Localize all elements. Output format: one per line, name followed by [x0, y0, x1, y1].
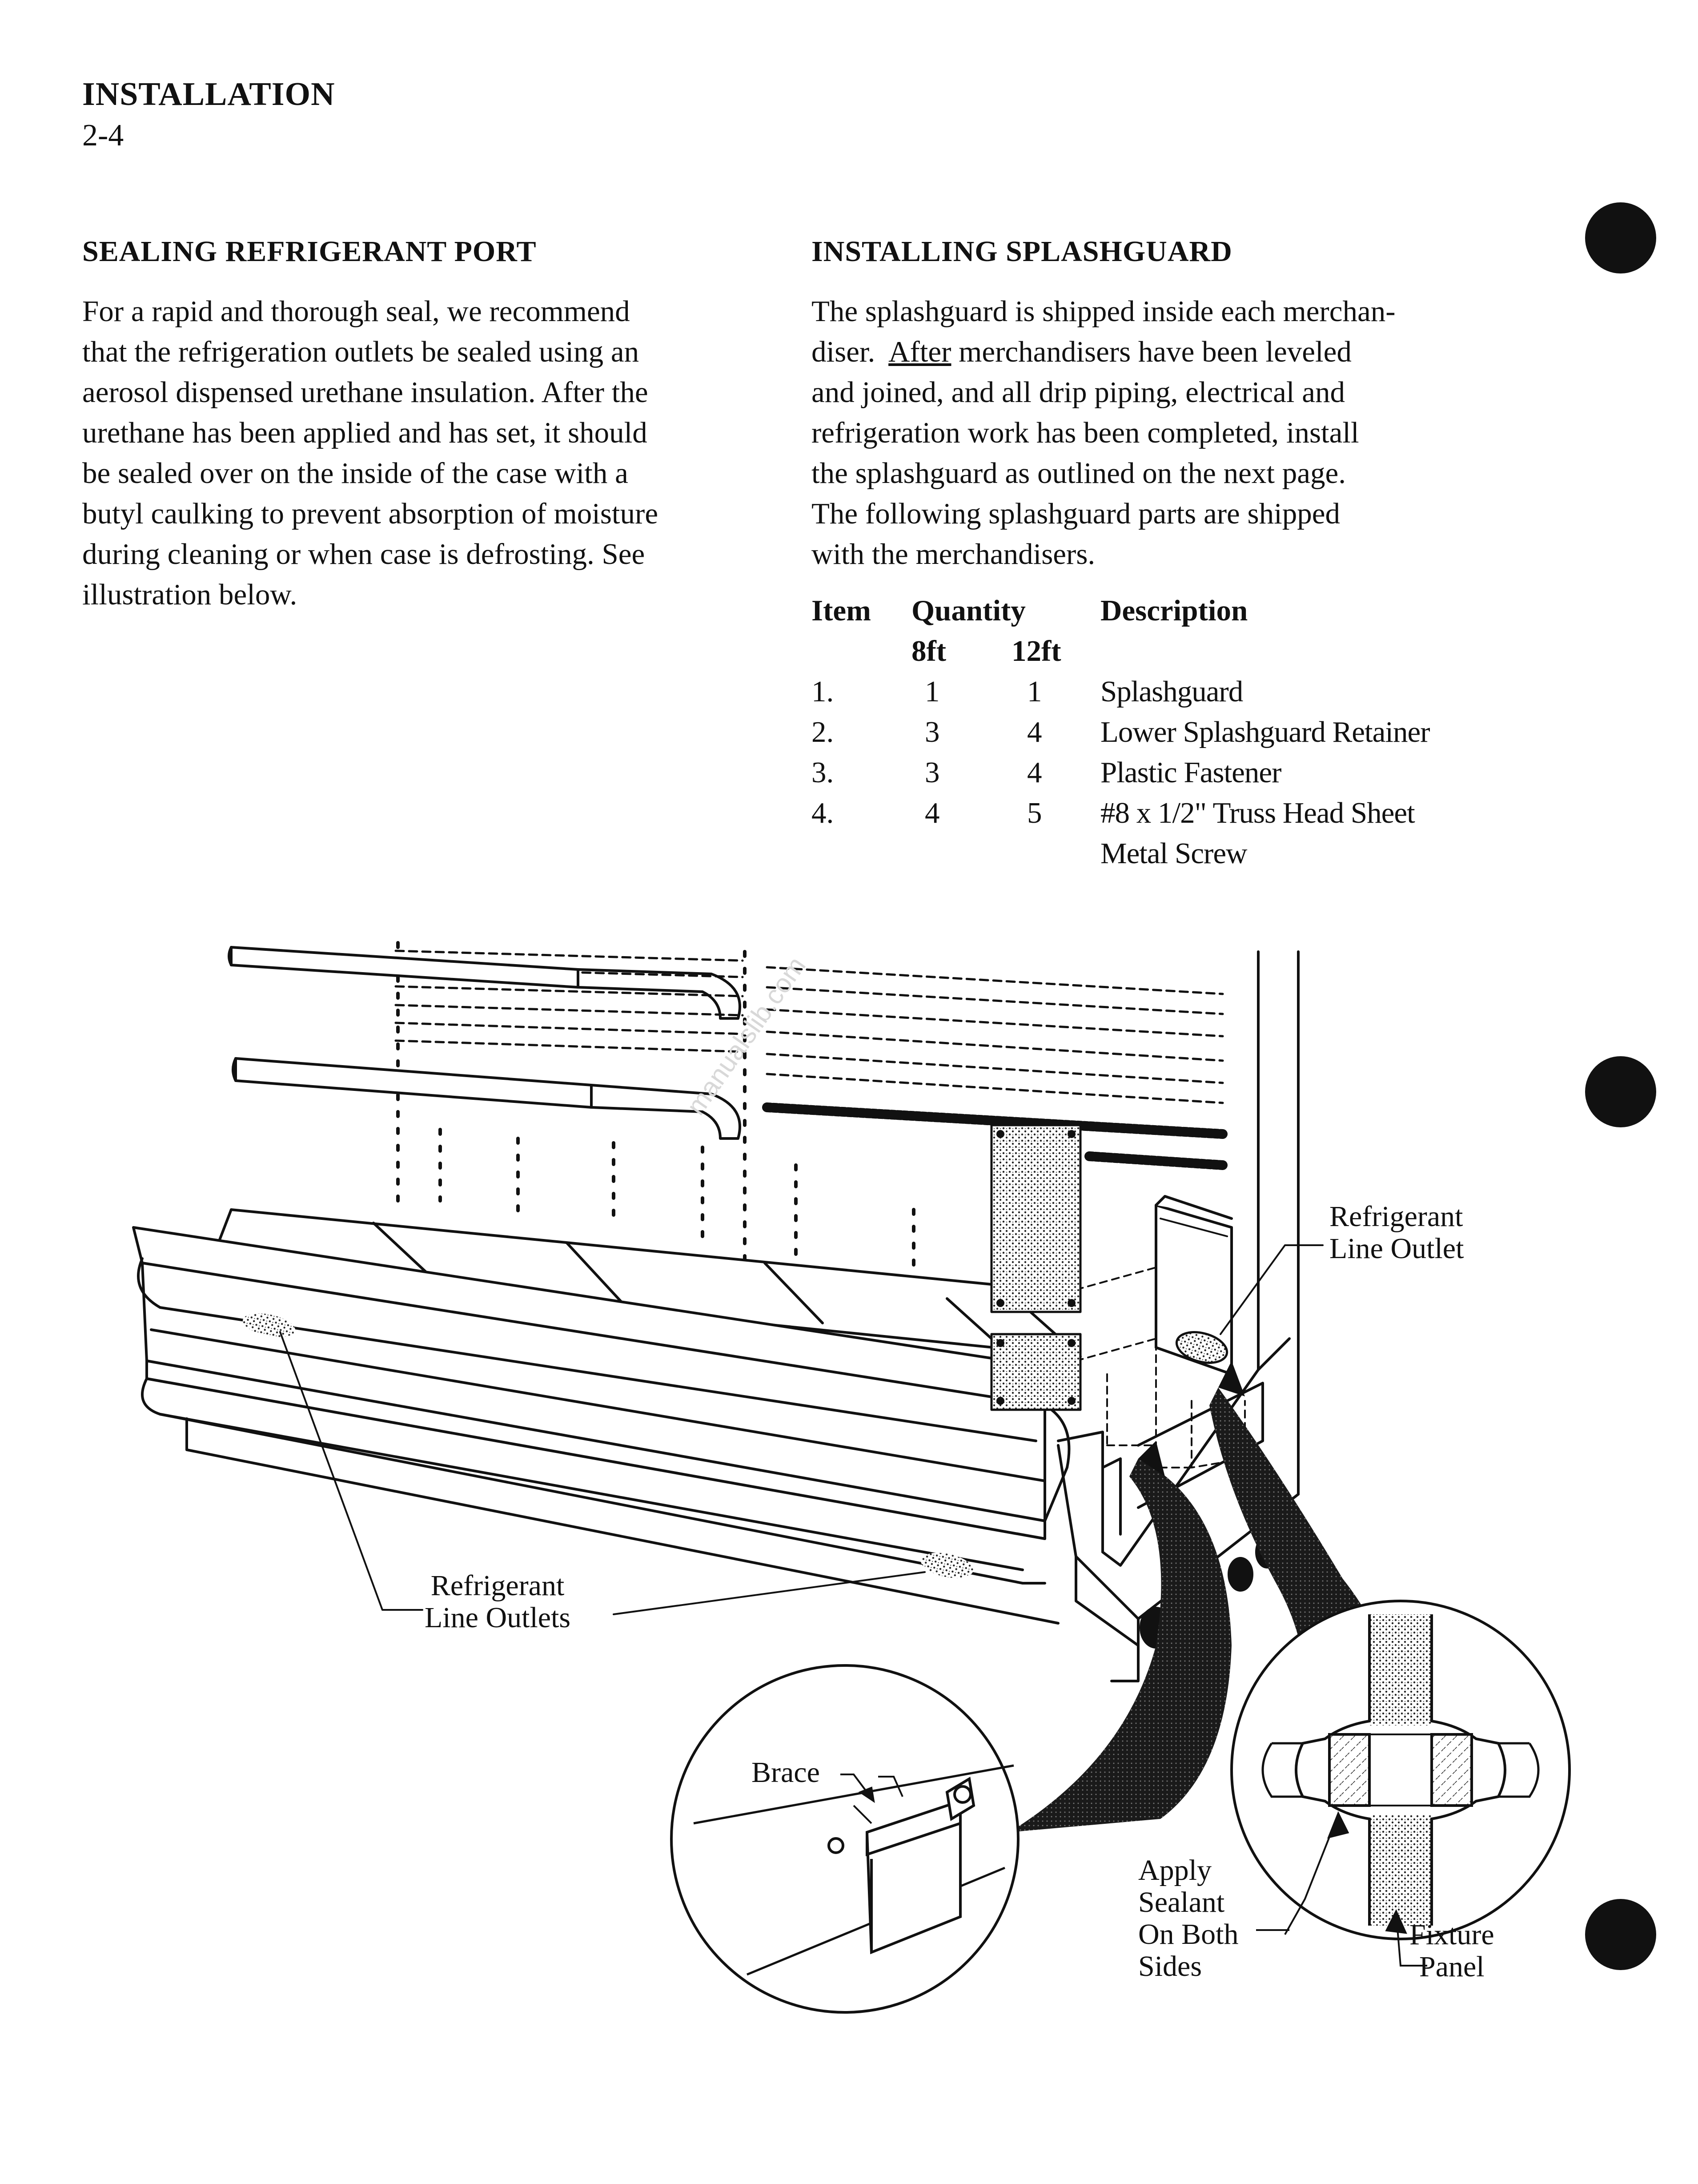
middle-shelf: [232, 1057, 741, 1140]
sealing-refrigerant-port-title: SEALING REFRIGERANT PORT: [82, 235, 537, 268]
refrigerant-line-outlet-right: [1175, 1331, 1228, 1364]
front-rail: [132, 1226, 1077, 1625]
header-12ft: 12ft: [1012, 635, 1061, 668]
body-line: The following splashguard parts are ship…: [811, 497, 1340, 530]
binder-hole-top: [1585, 202, 1656, 274]
binder-hole-bottom: [1585, 1899, 1656, 1970]
table-row: 3. 3 4 Plastic Fastener: [811, 756, 1430, 796]
binder-hole-middle: [1585, 1056, 1656, 1127]
upper-shelf: [228, 946, 741, 1020]
body-line: and joined, and all drip piping, electri…: [811, 376, 1345, 409]
body-line: For a rapid and thorough seal, we recomm…: [82, 295, 630, 328]
upper-access-panel: [990, 1124, 1082, 1313]
cell-qty-12ft: 4: [1027, 716, 1042, 748]
table-row: 2. 3 4 Lower Splashguard Retainer: [811, 715, 1430, 756]
body-line: during cleaning or when case is defrosti…: [82, 538, 645, 571]
cell-item: 1.: [811, 675, 834, 708]
cell-qty-12ft: 4: [1027, 756, 1042, 789]
body-line: The splashguard is shipped inside each m…: [811, 295, 1396, 328]
body-line: refrigeration work has been completed, i…: [811, 416, 1359, 449]
label-brace: Brace: [751, 1756, 820, 1789]
label-refrigerant-line-outlets: Refrigerant Line Outlets: [425, 1569, 571, 1634]
splashguard-parts-table: Item Quantity Description 8ft 12ft 1. 1 …: [811, 594, 1430, 877]
cell-qty-8ft: 3: [925, 756, 940, 789]
table-header-row: Item Quantity Description: [811, 594, 1430, 634]
back-wall-dashes: [394, 949, 1224, 1104]
header-description: Description: [1100, 594, 1248, 627]
table-subheader-row: 8ft 12ft: [811, 634, 1430, 675]
lower-access-panel: [990, 1333, 1082, 1411]
body-line: with the merchandisers.: [811, 538, 1096, 571]
body-line: that the refrigeration outlets be sealed…: [82, 335, 639, 368]
refrigerant-line-outlet-left: [243, 1313, 295, 1337]
table-row: 1. 1 1 Splashguard: [811, 675, 1430, 715]
body-line: be sealed over on the inside of the case…: [82, 457, 628, 490]
body-line: butyl caulking to prevent absorption of …: [82, 497, 658, 530]
refrigerated-case-illustration: [132, 941, 1571, 2014]
cell-description: #8 x 1/2" Truss Head Sheet: [1100, 796, 1415, 829]
cell-qty-8ft: 3: [925, 716, 940, 748]
cell-description-continuation: Metal Screw: [1100, 837, 1247, 870]
sealing-refrigerant-port-body: For a rapid and thorough seal, we recomm…: [82, 291, 760, 615]
installing-splashguard-body: The splashguard is shipped inside each m…: [811, 291, 1492, 575]
cell-qty-8ft: 1: [925, 675, 940, 708]
cell-description: Lower Splashguard Retainer: [1100, 716, 1430, 748]
table-row: 4. 4 5 #8 x 1/2" Truss Head Sheet: [811, 796, 1430, 837]
table-row-continuation: Metal Screw: [811, 837, 1430, 877]
cell-qty-12ft: 5: [1027, 796, 1042, 829]
refrigerant-line-outlet-center: [921, 1553, 973, 1578]
header-item: Item: [811, 594, 871, 627]
label-refrigerant-line-outlet: Refrigerant Line Outlet: [1329, 1200, 1464, 1265]
page-number: 2-4: [82, 118, 124, 153]
cell-item: 3.: [811, 756, 834, 789]
fixture-panel-detail-view: [1230, 1600, 1571, 1967]
cell-item: 2.: [811, 716, 834, 748]
section-heading: INSTALLATION: [82, 76, 335, 113]
body-line: illustration below.: [82, 578, 297, 611]
body-line: aerosol dispensed urethane insulation. A…: [82, 376, 648, 409]
cell-item: 4.: [811, 796, 834, 829]
header-8ft: 8ft: [911, 635, 947, 668]
cell-description: Splashguard: [1100, 675, 1243, 708]
cell-qty-12ft: 1: [1027, 675, 1042, 708]
body-line: diser. After merchandisers have been lev…: [811, 335, 1352, 368]
brace-detail-view: [670, 1664, 1020, 2014]
cell-description: Plastic Fastener: [1100, 756, 1281, 789]
label-fixture-panel: Fixture Panel: [1409, 1919, 1494, 1983]
underlined-after: After: [888, 335, 951, 368]
body-line: urethane has been applied and has set, i…: [82, 416, 647, 449]
header-quantity: Quantity: [911, 594, 1026, 627]
installing-splashguard-title: INSTALLING SPLASHGUARD: [811, 235, 1232, 268]
body-line: the splashguard as outlined on the next …: [811, 457, 1346, 490]
cell-qty-8ft: 4: [925, 796, 940, 829]
label-apply-sealant: Apply Sealant On Both Sides: [1138, 1854, 1239, 1983]
duct-opening: [1155, 986, 1259, 1376]
